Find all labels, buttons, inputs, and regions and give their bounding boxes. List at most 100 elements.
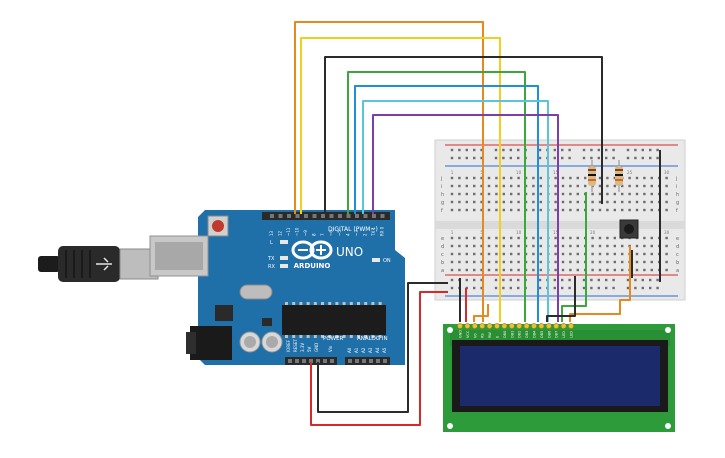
rail-hole[interactable] (582, 278, 586, 282)
lcd-pin[interactable] (560, 323, 567, 329)
power-pin-hole[interactable] (316, 359, 320, 363)
terminal-hole[interactable] (517, 176, 520, 180)
terminal-hole[interactable] (495, 244, 498, 248)
rail-hole[interactable] (494, 286, 498, 290)
terminal-hole[interactable] (613, 184, 616, 188)
terminal-hole[interactable] (628, 208, 631, 212)
terminal-hole[interactable] (561, 208, 565, 212)
terminal-hole[interactable] (458, 268, 461, 272)
terminal-hole[interactable] (465, 244, 468, 248)
terminal-hole[interactable] (450, 252, 454, 256)
terminal-hole[interactable] (621, 192, 624, 196)
terminal-hole[interactable] (480, 200, 483, 204)
wire-black-gnd-top[interactable] (324, 56, 603, 214)
rail-hole[interactable] (480, 278, 483, 282)
terminal-hole[interactable] (576, 236, 579, 240)
rail-hole[interactable] (649, 156, 652, 160)
terminal-hole[interactable] (606, 208, 609, 212)
terminal-hole[interactable] (480, 184, 483, 188)
rail-hole[interactable] (626, 286, 630, 290)
terminal-hole[interactable] (480, 260, 483, 264)
lcd-pin[interactable] (464, 323, 471, 329)
terminal-hole[interactable] (561, 236, 565, 240)
wire-cyan-pin3[interactable] (362, 100, 549, 322)
rail-hole[interactable] (641, 148, 644, 152)
terminal-hole[interactable] (561, 244, 565, 248)
rail-hole[interactable] (641, 156, 644, 160)
rail-hole[interactable] (656, 148, 659, 152)
rail-hole[interactable] (480, 148, 483, 152)
terminal-hole[interactable] (598, 252, 602, 256)
lcd-pin[interactable] (545, 323, 552, 329)
terminal-hole[interactable] (569, 260, 572, 264)
terminal-hole[interactable] (598, 236, 602, 240)
terminal-hole[interactable] (635, 184, 639, 188)
power-pin-hole[interactable] (302, 359, 306, 363)
lcd-pin[interactable] (486, 323, 493, 329)
wire-black-ground-lcd[interactable] (546, 276, 576, 322)
terminal-hole[interactable] (510, 244, 513, 248)
terminal-hole[interactable] (517, 260, 520, 264)
digital-pin-hole[interactable] (346, 214, 351, 218)
rail-hole[interactable] (465, 148, 468, 152)
terminal-hole[interactable] (591, 260, 594, 264)
wire-blue-pin4[interactable] (354, 85, 539, 322)
terminal-hole[interactable] (554, 208, 557, 212)
terminal-hole[interactable] (458, 260, 461, 264)
terminal-hole[interactable] (458, 192, 461, 196)
rail-hole[interactable] (612, 156, 615, 160)
terminal-hole[interactable] (650, 252, 653, 256)
terminal-hole[interactable] (510, 184, 513, 188)
terminal-hole[interactable] (576, 268, 579, 272)
analog-pin-hole[interactable] (362, 359, 366, 363)
wire-green-pin5[interactable] (347, 71, 526, 322)
power-pin-hole[interactable] (330, 359, 334, 363)
terminal-hole[interactable] (450, 260, 454, 264)
terminal-hole[interactable] (502, 176, 505, 180)
terminal-hole[interactable] (613, 260, 616, 264)
terminal-hole[interactable] (502, 200, 505, 204)
rail-hole[interactable] (473, 156, 476, 160)
terminal-hole[interactable] (495, 176, 498, 180)
terminal-hole[interactable] (510, 236, 513, 240)
wire-orange-lcd-v0[interactable] (473, 304, 489, 322)
terminal-hole[interactable] (598, 192, 602, 196)
terminal-hole[interactable] (450, 208, 454, 212)
terminal-hole[interactable] (450, 268, 454, 272)
digital-pin-hole[interactable] (363, 214, 368, 218)
terminal-hole[interactable] (532, 252, 535, 256)
rail-hole[interactable] (612, 286, 615, 290)
terminal-hole[interactable] (465, 236, 468, 240)
terminal-hole[interactable] (628, 176, 631, 180)
terminal-hole[interactable] (650, 260, 653, 264)
rail-hole[interactable] (568, 148, 571, 152)
terminal-hole[interactable] (473, 176, 476, 180)
terminal-hole[interactable] (554, 192, 557, 196)
terminal-hole[interactable] (510, 268, 513, 272)
terminal-hole[interactable] (598, 200, 602, 204)
terminal-hole[interactable] (554, 268, 557, 272)
terminal-hole[interactable] (569, 244, 572, 248)
terminal-hole[interactable] (517, 236, 520, 240)
terminal-hole[interactable] (635, 200, 639, 204)
terminal-hole[interactable] (495, 252, 498, 256)
terminal-hole[interactable] (539, 208, 542, 212)
digital-pin-hole[interactable] (372, 214, 376, 218)
terminal-hole[interactable] (650, 176, 653, 180)
rail-hole[interactable] (517, 156, 520, 160)
terminal-hole[interactable] (458, 176, 461, 180)
terminal-hole[interactable] (576, 244, 579, 248)
resistor-1[interactable] (588, 160, 596, 192)
terminal-hole[interactable] (465, 184, 468, 188)
rail-hole[interactable] (656, 156, 659, 160)
terminal-hole[interactable] (502, 208, 505, 212)
power-pin-hole[interactable] (323, 359, 327, 363)
lcd-pin[interactable] (494, 323, 500, 329)
wire-red-5v[interactable] (310, 291, 448, 426)
terminal-hole[interactable] (554, 244, 557, 248)
terminal-hole[interactable] (606, 236, 609, 240)
terminal-hole[interactable] (458, 184, 461, 188)
terminal-hole[interactable] (643, 184, 646, 188)
terminal-hole[interactable] (613, 236, 616, 240)
terminal-hole[interactable] (473, 192, 476, 196)
